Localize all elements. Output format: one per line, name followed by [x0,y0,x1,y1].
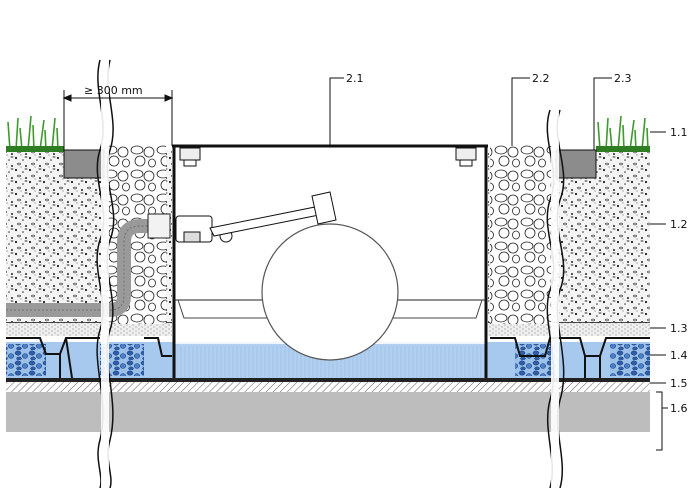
drainage-modules-left [6,337,172,379]
dimension-line [62,90,174,150]
blue-gravel-left [6,344,46,376]
grass-right [597,115,649,151]
grass-left [7,115,59,151]
float-ball [261,223,399,361]
blue-gravel-right-2 [610,344,650,376]
cover-bolt-left [179,147,201,167]
blue-gravel-right [515,344,555,376]
layer-1-5: 1.5 [670,377,688,390]
callout-leaders-top [329,77,612,150]
callout-2-1: 2.1 [346,72,364,85]
layer-1-3: 1.3 [670,322,688,335]
leveling-layer-right [488,322,650,336]
pipe-coupling [147,213,171,239]
layer-1-1: 1.1 [670,126,688,139]
cover-bolt-right [455,147,477,167]
turf-base-right [596,146,650,152]
drainage-modules-right [490,337,650,378]
membrane-top-band [6,378,650,382]
dimension-label: ≥ 300 mm [84,84,143,97]
cobble-strip-right [490,144,552,324]
layer-1-2: 1.2 [670,218,688,231]
callout-2-3: 2.3 [614,72,632,85]
callout-2-2: 2.2 [532,72,550,85]
float-valve [175,191,337,243]
leveling-layer-left [6,322,172,336]
layer-1-4: 1.4 [670,349,688,362]
layer-leaders [650,131,668,451]
turf-base-left [6,146,64,152]
sealing-membrane [6,382,650,392]
layer-1-6: 1.6 [670,402,688,415]
